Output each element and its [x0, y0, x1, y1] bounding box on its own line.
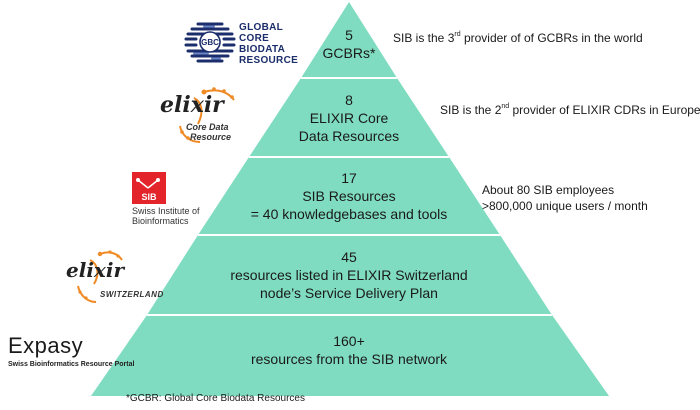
tier-5-text: resources from the SIB network: [250, 351, 448, 367]
elixir-ch-sub: SWITZERLAND: [100, 290, 164, 299]
gcbc-logo-text: GLOBAL CORE BIODATA RESOURCE: [239, 22, 299, 66]
tier-1-count: 5: [345, 27, 353, 43]
tier-5-label: 160+ resources from the SIB network: [149, 332, 549, 368]
tier-3-text-1: SIB Resources: [302, 188, 396, 204]
tier-3-label: 17 SIB Resources = 40 knowledgebases and…: [199, 169, 499, 223]
tier-4-text-2: node’s Service Delivery Plan: [260, 285, 438, 301]
expasy-sub: Swiss Bioinformatics Resource Portal: [8, 361, 135, 368]
elixir-cdr-note: SIB is the 2nd provider of ELIXIR CDRs i…: [440, 103, 700, 117]
pyramid-tier-3-shape: [198, 157, 500, 235]
sib-note: About 80 SIB employees >800,000 unique u…: [482, 182, 648, 214]
pyramid-tier-5-shape: [91, 315, 609, 396]
footnote: *GCBR: Global Core Biodata Resources: [126, 393, 305, 404]
tier-4-label: 45 resources listed in ELIXIR Switzerlan…: [149, 248, 549, 302]
sib-logo: SIB Swiss Institute of Bioinformatics: [132, 172, 242, 228]
tier-4-text-1: resources listed in ELIXIR Switzerland: [230, 267, 468, 283]
tier-2-text-2: Data Resources: [298, 128, 400, 144]
elixir-cdr-sub: Core Data Resource: [186, 122, 232, 142]
sib-note-users: >800,000 unique users / month: [482, 199, 648, 213]
gcbr-note: SIB is the 3rd provider of of GCBRs in t…: [393, 31, 643, 45]
tier-1-label: 5 GCBRs*: [299, 26, 399, 62]
sib-badge-text: SIB: [141, 192, 157, 202]
elixir-ch-word: elixir: [66, 258, 124, 282]
tier-3-count: 17: [341, 170, 357, 186]
expasy-word: Expasy: [8, 333, 84, 358]
gcbc-logo: GBC GLOBAL CORE BIODATA RESOURCE: [184, 20, 314, 70]
pyramid-tier-4-shape: [147, 235, 552, 315]
tier-4-count: 45: [341, 249, 357, 265]
pyramid-tier-1-shape: [301, 2, 397, 78]
tier-2-label: 8 ELIXIR Core Data Resources: [249, 91, 449, 145]
sib-logo-text: Swiss Institute of Bioinformatics: [132, 206, 200, 226]
tier-3-text-2: = 40 knowledgebases and tools: [250, 206, 448, 222]
elixir-cdr-word: elixir: [160, 92, 224, 118]
tier-2-text-1: ELIXIR Core: [309, 110, 389, 126]
pyramid-tier-2-shape: [249, 78, 449, 157]
elixir-ch-helix-icon: [77, 250, 123, 303]
tier-1-text: GCBRs*: [322, 45, 376, 61]
expasy-logo: Expasy Swiss Bioinformatics Resource Por…: [8, 333, 138, 373]
sib-badge-icon: SIB: [132, 172, 166, 204]
elixir-helix-icon: [179, 87, 235, 143]
gcbc-badge-text: GBC: [201, 38, 219, 47]
gcbc-globe-icon: GBC: [184, 22, 236, 63]
tier-5-count: 160+: [333, 333, 365, 349]
tier-2-count: 8: [345, 92, 353, 108]
sib-note-employees: About 80 SIB employees: [482, 183, 615, 197]
elixir-cdr-logo: elixir Core Data Resource: [158, 86, 258, 148]
elixir-switzerland-logo: elixir SWITZERLAND: [60, 250, 180, 306]
